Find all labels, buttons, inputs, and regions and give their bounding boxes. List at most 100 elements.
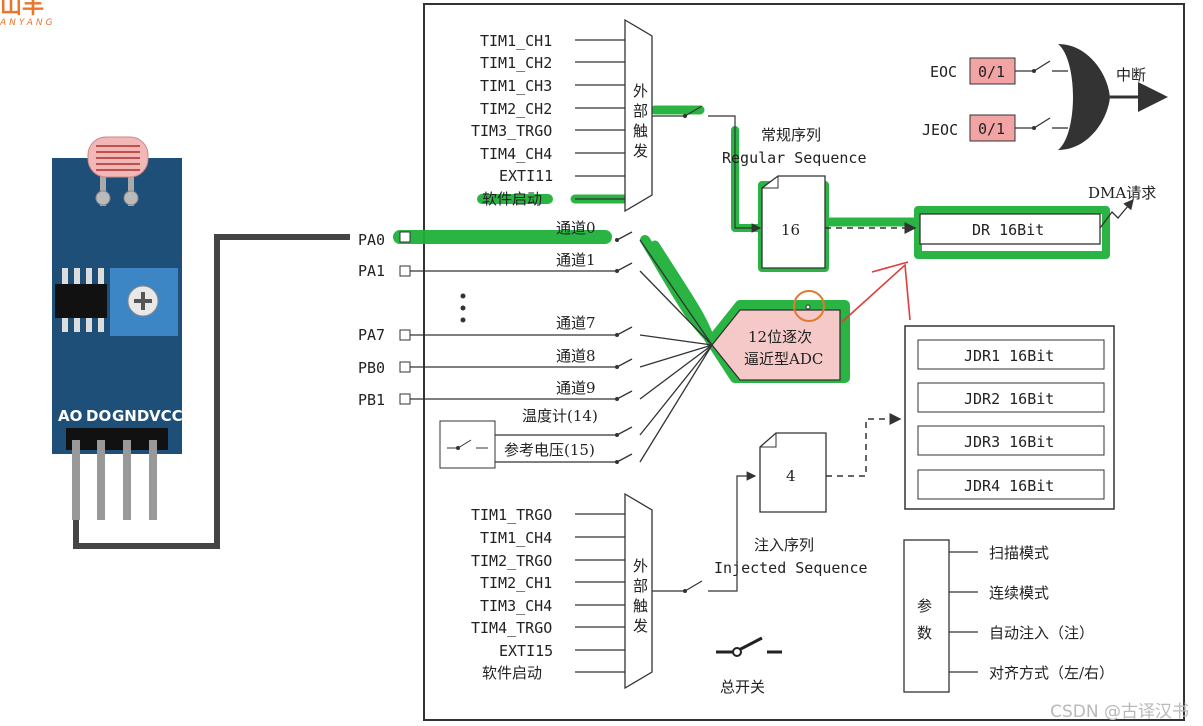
eoc-flag-value: 0/1	[978, 63, 1005, 81]
channel-7-label: 通道7	[556, 314, 596, 332]
pin-pb1-pad	[399, 393, 411, 405]
channel-0-label: 通道0	[556, 219, 596, 237]
module-pin-gnd: GND	[112, 407, 149, 425]
ellipsis-dot	[460, 317, 466, 323]
jdr2-label: JDR2 16Bit	[964, 390, 1054, 408]
channel-1-label: 通道1	[556, 251, 596, 269]
pin-pa7-pad	[399, 329, 411, 341]
mux-label-2: 部	[633, 102, 648, 120]
eoc-label: EOC	[930, 63, 957, 81]
module-pin-vcc: VCC	[149, 407, 183, 425]
reg-trigger-1: TIM1_CH2	[480, 54, 552, 72]
pin-pa7-label: PA7	[358, 326, 385, 344]
dr-register-label: DR 16Bit	[972, 221, 1044, 239]
interrupt-switches	[1015, 60, 1068, 129]
inj-trigger-3: TIM2_CH1	[480, 574, 552, 592]
params-box	[903, 539, 950, 693]
injected-sequence-box	[759, 432, 827, 513]
jdr1-register	[917, 339, 1105, 370]
mux-label-4: 发	[633, 142, 648, 160]
injected-sequence-title-en: Injected Sequence	[714, 559, 868, 577]
inj-trigger-7: 软件启动	[482, 664, 542, 682]
watermark: CSDN @古译汉书	[1050, 702, 1189, 722]
param-continuous-mode: 连续模式	[989, 584, 1049, 602]
light-sensor-module: AO DO GND VCC	[52, 136, 183, 520]
adc-label-line2: 逼近型ADC	[744, 350, 823, 368]
reg-trigger-7: 软件启动	[482, 190, 542, 208]
reg-trigger-6: EXTI11	[499, 167, 553, 185]
module-pin-ao: AO	[58, 407, 82, 425]
inj-trigger-1: TIM1_CH4	[480, 529, 552, 547]
brand-logo: 山丰 ANYANG	[0, 0, 56, 28]
jdr1-label: JDR1 16Bit	[964, 347, 1054, 365]
reg-trigger-2: TIM1_CH3	[480, 77, 552, 95]
channel-9-label: 通道9	[556, 379, 596, 397]
params-lines	[949, 551, 978, 673]
inj-trigger-2: TIM2_TRGO	[471, 552, 552, 570]
inj-trigger-4: TIM3_CH4	[480, 597, 552, 615]
jdr4-register	[917, 469, 1105, 500]
regular-sequence-count: 16	[781, 221, 800, 239]
channel-8-label: 通道8	[556, 347, 596, 365]
reg-trigger-5: TIM4_CH4	[480, 145, 552, 163]
inj-trigger-5: TIM4_TRGO	[471, 619, 552, 637]
regular-sequence-box	[761, 175, 826, 269]
jdr3-register	[917, 425, 1105, 456]
mux-label-1: 外	[633, 82, 648, 100]
pin-pb1-label: PB1	[358, 391, 385, 409]
regular-sequence-title-en: Regular Sequence	[722, 149, 867, 167]
ellipsis-dot	[460, 293, 466, 299]
pin-pa0-label: PA0	[358, 231, 385, 249]
params-title-2: 数	[917, 624, 932, 642]
input-pins: PA0 PA1 PA7 PB0 PB1	[358, 231, 466, 409]
jeoc-flag	[969, 114, 1016, 142]
highlight-circle	[793, 290, 825, 322]
regular-trigger-lines	[575, 39, 625, 200]
adc-label-line1: 12位逐次	[748, 328, 812, 346]
annotation-red-arrow	[841, 261, 911, 323]
inj-trigger-0: TIM1_TRGO	[471, 506, 552, 524]
channel-vref-label: 参考电压(15)	[504, 441, 595, 459]
inj-mux-label-3: 触	[633, 597, 648, 615]
inj-mux-label-2: 部	[633, 577, 648, 595]
inj-trigger-6: EXTI15	[499, 642, 553, 660]
dma-request-icon	[1099, 199, 1134, 229]
reg-trigger-0: TIM1_CH1	[480, 32, 552, 50]
params-title-1: 参	[917, 597, 932, 615]
channel-lines	[410, 231, 713, 463]
param-scan-mode: 扫描模式	[989, 544, 1049, 562]
injected-sequence-title-cn: 注入序列	[754, 536, 814, 554]
switch-contacts	[615, 238, 619, 464]
reg-trigger-4: TIM3_TRGO	[471, 122, 552, 140]
jeoc-flag-value: 0/1	[978, 120, 1005, 138]
mux-label-3: 触	[633, 122, 648, 140]
or-gate-icon	[1058, 44, 1110, 150]
channel-temp-label: 温度计(14)	[522, 407, 598, 425]
dr-register	[919, 213, 1101, 245]
jdr3-label: JDR3 16Bit	[964, 433, 1054, 451]
potentiometer-icon	[110, 268, 178, 336]
adc-frame	[423, 3, 1185, 721]
reg-trigger-3: TIM2_CH2	[480, 100, 552, 118]
pin-header	[66, 428, 168, 520]
regular-sequence-title-cn: 常规序列	[761, 126, 821, 144]
param-auto-inject: 自动注入（注）	[989, 624, 1094, 642]
brand-logo-sub: ANYANG	[0, 18, 56, 28]
master-switch-icon	[716, 636, 782, 657]
ellipsis-dot	[460, 305, 466, 311]
jeoc-label: JEOC	[922, 121, 958, 139]
param-alignment: 对齐方式（左/右）	[989, 664, 1114, 682]
eoc-flag	[969, 57, 1016, 85]
injected-to-jdr-arrow	[826, 413, 902, 477]
adc-core	[711, 309, 841, 381]
master-switch-label: 总开关	[720, 678, 765, 696]
pin-pb0-label: PB0	[358, 359, 385, 377]
photoresistor-icon	[87, 136, 149, 206]
inj-mux-label-1: 外	[633, 557, 648, 575]
regular-trigger-switch	[652, 105, 762, 233]
jdr4-label: JDR4 16Bit	[964, 477, 1054, 495]
interrupt-label: 中断	[1116, 66, 1146, 84]
injected-trigger-lines	[575, 513, 625, 673]
module-pin-do: DO	[86, 407, 111, 425]
brand-logo-main: 山丰	[0, 0, 45, 19]
